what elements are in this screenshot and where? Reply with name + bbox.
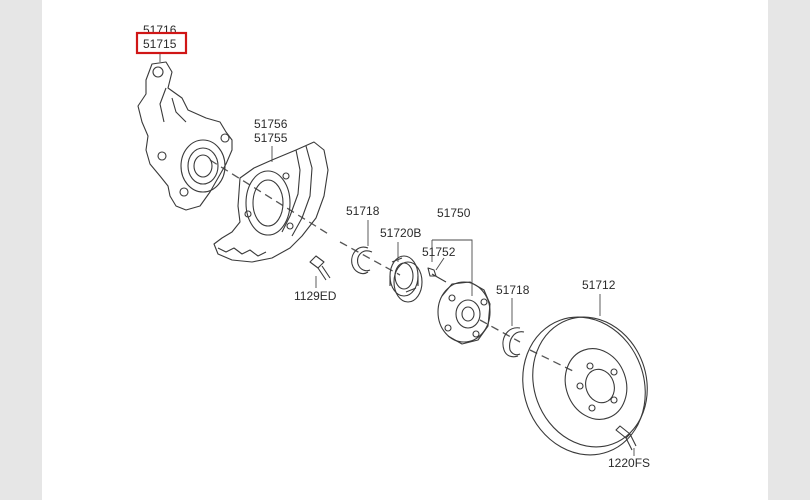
- label-51756[interactable]: 51756: [254, 117, 288, 131]
- label-51755[interactable]: 51755: [254, 131, 288, 145]
- drawing-sheet: [42, 0, 768, 500]
- label-1220fs[interactable]: 1220FS: [608, 456, 650, 470]
- hub-bolt-part[interactable]: [427, 267, 447, 283]
- label-51715[interactable]: 51715: [143, 37, 177, 51]
- brake-disc-part[interactable]: [504, 300, 666, 473]
- steering-knuckle-part[interactable]: [137, 61, 233, 211]
- label-51718-outer[interactable]: 51718: [496, 283, 530, 297]
- label-51716[interactable]: 51716: [143, 23, 177, 37]
- label-51750[interactable]: 51750: [437, 206, 471, 220]
- label-51712[interactable]: 51712: [582, 278, 616, 292]
- leader-lines: [159, 52, 635, 456]
- snap-ring-inner-part[interactable]: [351, 246, 373, 275]
- label-51752[interactable]: 51752: [422, 245, 456, 259]
- snap-ring-outer-part[interactable]: [502, 327, 525, 358]
- highlight-box-51715: [135, 31, 188, 55]
- label-51718-inner[interactable]: 51718: [346, 204, 380, 218]
- assembly-axis: [209, 159, 576, 373]
- wheel-bearing-part[interactable]: [389, 255, 423, 303]
- dust-cover-part[interactable]: [213, 141, 329, 263]
- bolt-1129ed-part[interactable]: [309, 255, 331, 281]
- part-labels: 51716 51715 51756 51755 51718 51750 5172…: [135, 23, 650, 470]
- screw-1220fs-part[interactable]: [615, 425, 637, 451]
- label-51720b[interactable]: 51720B: [380, 226, 421, 240]
- wheel-hub-part[interactable]: [437, 281, 491, 345]
- label-1129ed[interactable]: 1129ED: [294, 289, 337, 303]
